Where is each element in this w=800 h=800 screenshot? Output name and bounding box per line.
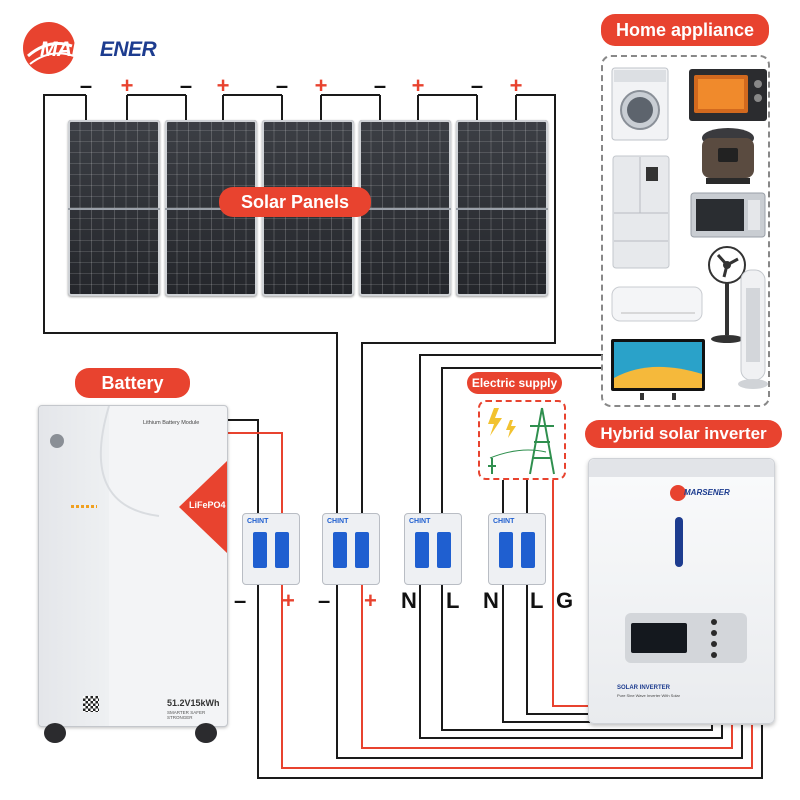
breaker-lever[interactable] xyxy=(333,532,347,568)
brand-logo: MARSENER xyxy=(14,12,157,82)
breaker-lever[interactable] xyxy=(275,532,289,568)
tagline-3: STRONGER xyxy=(167,715,193,720)
panel4-minus: – xyxy=(373,73,387,98)
inverter-unit: MARSENER SOLAR INVERTER Pure Sine Wave I… xyxy=(588,458,775,724)
home-appliance-label: Home appliance xyxy=(601,14,769,46)
sun-logo-icon xyxy=(23,22,75,74)
pv-plus-terminal: + xyxy=(364,588,377,613)
inverter-status-bar xyxy=(675,517,683,567)
inverter-button[interactable] xyxy=(711,652,717,658)
pv-breaker[interactable]: CHINT xyxy=(322,513,380,585)
inverter-logo-text: MARSENER xyxy=(684,488,730,497)
battery-wheel-left xyxy=(44,723,66,743)
l1-terminal: L xyxy=(446,588,460,613)
solar-panel xyxy=(68,120,160,296)
breaker-brand: CHINT xyxy=(327,518,349,525)
breaker-lever[interactable] xyxy=(437,532,451,568)
battery-chemistry-text: LiFePO4 xyxy=(189,500,226,510)
panel4-plus: + xyxy=(411,73,425,98)
breaker-lever[interactable] xyxy=(499,532,513,568)
breaker-lever[interactable] xyxy=(521,532,535,568)
logo-text-rest: ENER xyxy=(99,38,157,61)
battery-label: Battery xyxy=(75,368,190,398)
tv-icon xyxy=(611,339,705,400)
breaker-brand: CHINT xyxy=(247,518,269,525)
inverter-lcd-display xyxy=(631,623,687,653)
g-terminal: G xyxy=(556,588,574,613)
panel3-minus: – xyxy=(275,73,289,98)
rice-cooker-icon xyxy=(702,128,754,184)
inverter-button[interactable] xyxy=(711,630,717,636)
battery-breaker[interactable]: CHINT xyxy=(242,513,300,585)
breaker-lever[interactable] xyxy=(415,532,429,568)
pylon-icon xyxy=(488,407,555,475)
panel5-minus: – xyxy=(470,73,484,98)
air-conditioner-icon xyxy=(611,286,703,322)
ac-in-breaker[interactable]: CHINT xyxy=(488,513,546,585)
l2-terminal: L xyxy=(530,588,544,613)
battery-indicator-leds xyxy=(71,505,97,508)
electric-supply-box xyxy=(478,400,566,480)
inverter-product-title: SOLAR INVERTER xyxy=(617,685,671,691)
panel2-plus: + xyxy=(216,73,230,98)
washing-machine-icon xyxy=(611,67,669,141)
solar-panel xyxy=(359,120,451,296)
breaker-lever[interactable] xyxy=(253,532,267,568)
solar-panel xyxy=(456,120,548,296)
n2-terminal: N xyxy=(483,588,499,613)
battery-module-label: Lithium Battery Module xyxy=(143,420,200,426)
breaker-lever[interactable] xyxy=(355,532,369,568)
panel5-plus: + xyxy=(509,73,523,98)
breaker-brand: CHINT xyxy=(409,518,431,525)
battery-wheel-right xyxy=(195,723,217,743)
microwave-icon xyxy=(690,192,766,238)
logo-text-ink: MARS xyxy=(40,38,100,61)
ac-out-breaker[interactable]: CHINT xyxy=(404,513,462,585)
tower-fan-icon xyxy=(738,269,768,389)
inverter-logo-icon xyxy=(670,485,686,501)
panel1-plus: + xyxy=(120,73,134,98)
electric-supply-label: Electric supply xyxy=(467,372,562,394)
battery-power-button[interactable] xyxy=(50,434,64,448)
n1-terminal: N xyxy=(401,588,417,613)
battery-plus-terminal: + xyxy=(282,588,295,613)
hybrid-inverter-label: Hybrid solar inverter xyxy=(585,420,782,448)
refrigerator-icon xyxy=(612,155,670,269)
appliance-box xyxy=(601,55,770,407)
inverter-button[interactable] xyxy=(711,619,717,625)
tagline-1: SMARTER xyxy=(167,710,189,715)
battery-minus-terminal: – xyxy=(234,588,247,613)
battery-unit: Lithium Battery Module LiFePO4 51.2V15kW… xyxy=(38,405,228,727)
oven-icon xyxy=(689,69,767,121)
panel2-minus: – xyxy=(179,73,193,98)
inverter-product-subtitle: Pure Sine Wave Inverter With Solar xyxy=(617,693,680,698)
inverter-button[interactable] xyxy=(711,641,717,647)
panel1-minus: – xyxy=(79,73,93,98)
qr-code xyxy=(83,696,99,712)
battery-tagline: SMARTER SAFER STRONGER xyxy=(167,710,227,720)
breaker-brand: CHINT xyxy=(493,518,515,525)
lightning-icon xyxy=(488,408,516,438)
solar-panels-label: Solar Panels xyxy=(219,187,371,217)
pv-minus-terminal: – xyxy=(318,588,331,613)
fan-icon xyxy=(708,246,746,343)
battery-spec: 51.2V15kWh xyxy=(167,698,220,708)
tagline-2: SAFER xyxy=(190,710,206,715)
inverter-control-panel xyxy=(625,613,747,663)
panel3-plus: + xyxy=(314,73,328,98)
